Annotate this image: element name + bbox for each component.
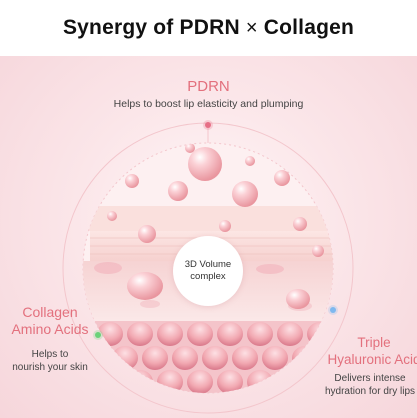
collagen-title-line-1: Collagen (22, 304, 78, 320)
illustration-panel: PDRN Helps to boost lip elasticity and p… (0, 56, 417, 418)
hyaluronic-description: Delivers intense hydration for dry lips (320, 372, 417, 398)
title-left: Synergy of PDRN (62, 16, 240, 39)
hyaluronic-title: Triple Hyaluronic Acid (326, 334, 417, 368)
collagen-title: Collagen Amino Acids (10, 304, 90, 338)
collagen-description: Helps to nourish your skin (0, 348, 100, 374)
collagen-desc-line-2: nourish your skin (12, 362, 88, 373)
hyaluronic-title-line-2: Hyaluronic Acid (327, 352, 417, 367)
hyaluronic-title-line-1: Triple (357, 335, 391, 350)
center-volume-label: 3D Volume complex (173, 236, 243, 306)
hyaluronic-desc-line-2: hydration for dry lips (324, 386, 416, 397)
top-layer-face (83, 206, 333, 231)
pdrn-title: PDRN (187, 78, 230, 95)
green-dot-icon (95, 332, 101, 338)
hyaluronic-desc-line-1: Delivers intense (334, 373, 406, 384)
blue-dot-icon (330, 307, 336, 313)
collagen-title-line-2: Amino Acids (11, 321, 89, 337)
page-title: Synergy of PDRN × Collagen (0, 0, 417, 56)
pdrn-spheres (107, 143, 324, 309)
title-right: Collagen (263, 16, 355, 39)
center-line-1: 3D Volume (184, 259, 232, 270)
pdrn-description: Helps to boost lip elasticity and plumpi… (113, 98, 304, 110)
pink-dot-icon (205, 122, 211, 128)
collagen-desc-line-1: Helps to (31, 349, 69, 360)
center-line-2: complex (190, 271, 226, 282)
times-sign: × (245, 16, 258, 39)
